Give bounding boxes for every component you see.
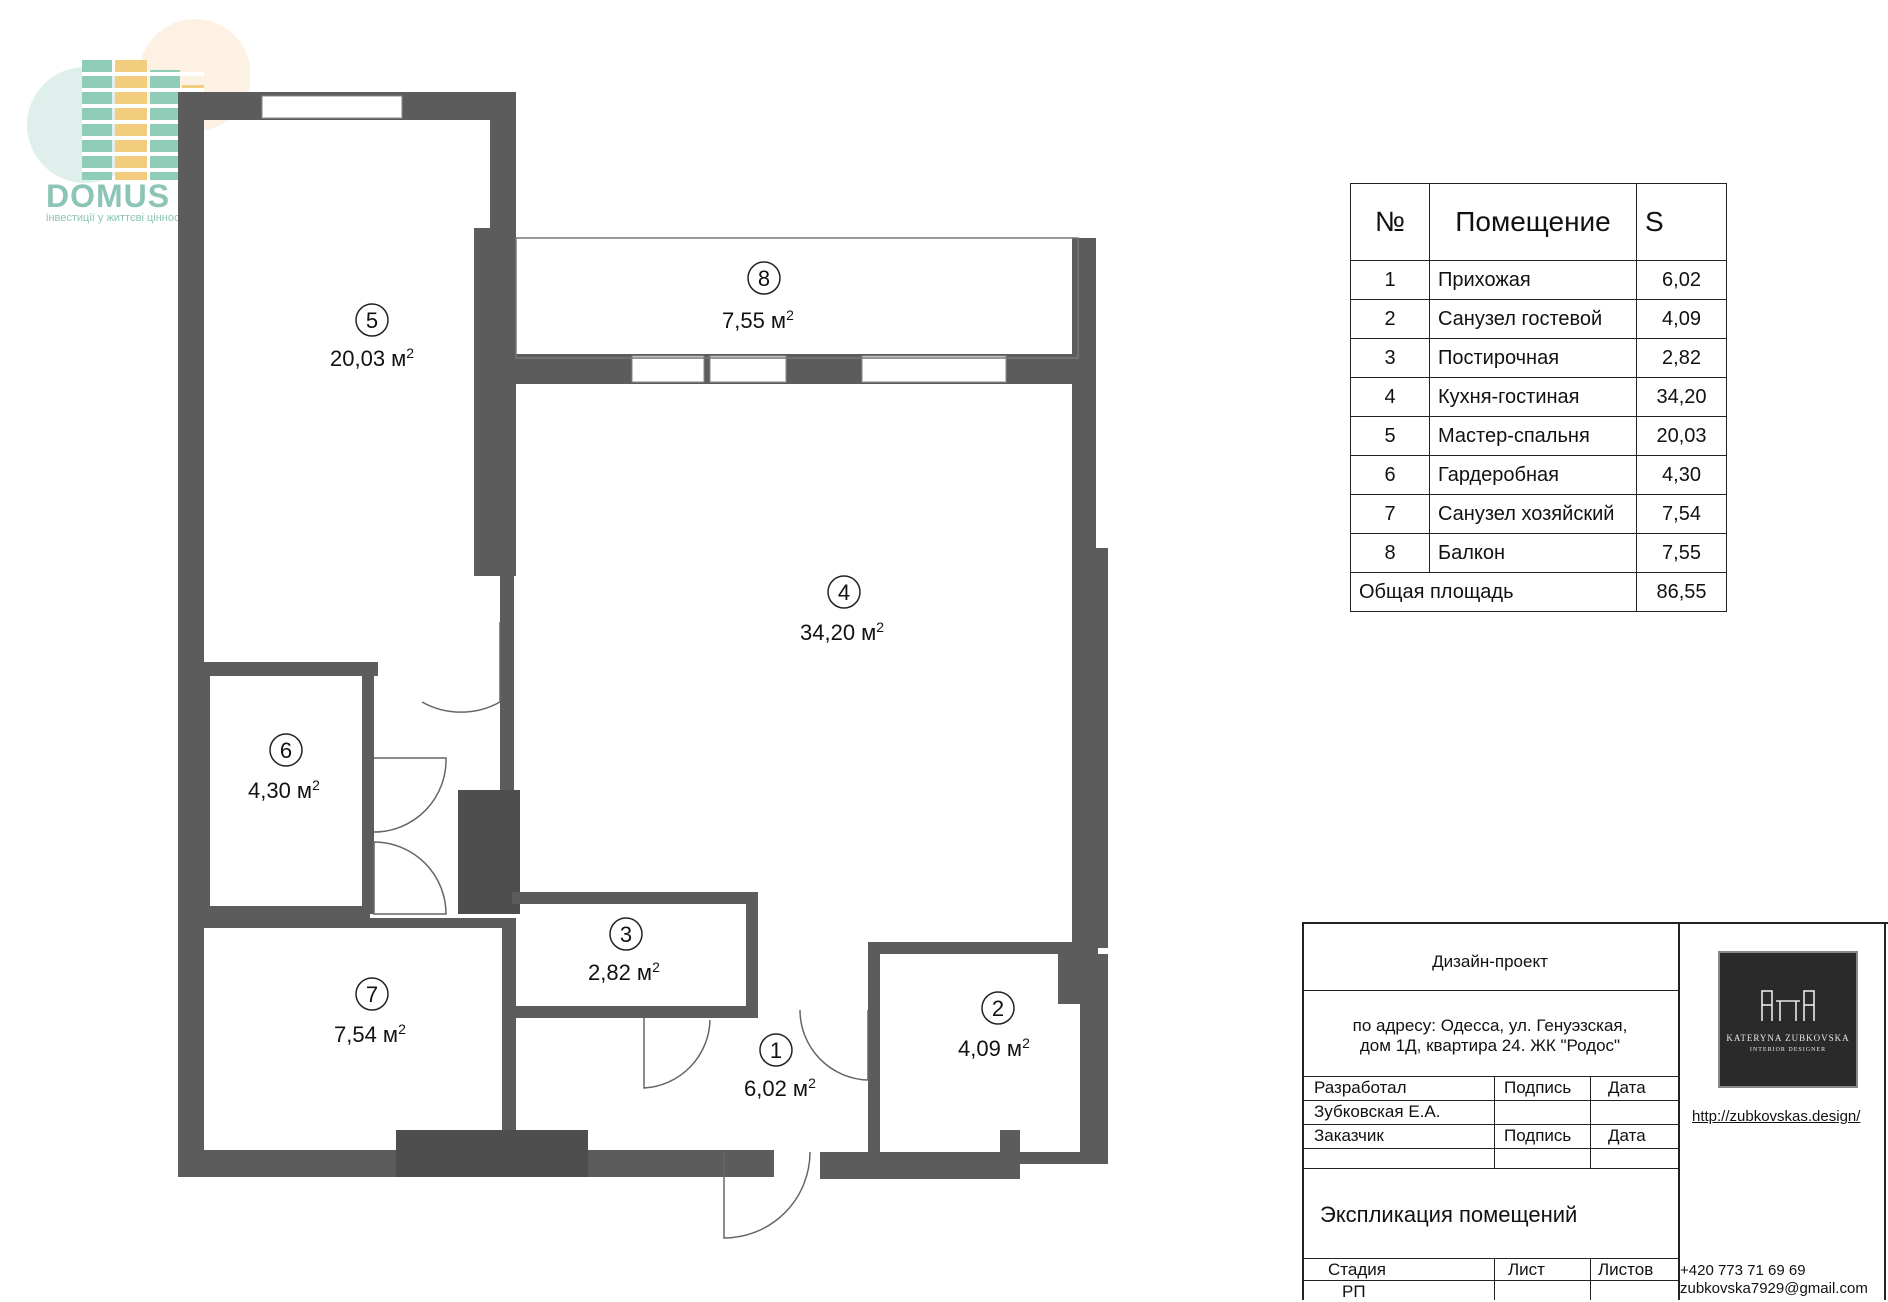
room-number: 4 — [838, 580, 850, 605]
total-value: 86,55 — [1636, 572, 1727, 612]
room-area: 20,03 м2 — [330, 345, 414, 371]
header-area: S — [1636, 183, 1727, 261]
row-name: Гардеробная — [1429, 455, 1637, 495]
row-num: 7 — [1350, 494, 1430, 534]
room-number: 5 — [366, 308, 378, 333]
room-area: 2,82 м2 — [588, 959, 660, 985]
room-label-6: 6 4,30 м2 — [248, 733, 320, 803]
room-number: 3 — [620, 922, 632, 947]
room-label-8: 8 7,55 м2 — [722, 261, 794, 333]
row-name: Постирочная — [1429, 338, 1637, 378]
developed-label: Разработал — [1314, 1078, 1407, 1097]
date-label: Дата — [1608, 1078, 1646, 1097]
room-area: 4,30 м2 — [248, 777, 320, 803]
row-name: Кухня-гостиная — [1429, 377, 1637, 417]
row-area: 6,02 — [1636, 260, 1727, 300]
room-area: 7,55 м2 — [722, 307, 794, 333]
row-num: 8 — [1350, 533, 1430, 573]
room-label-4: 4 34,20 м2 — [800, 575, 884, 645]
room-label-5: 5 20,03 м2 — [330, 303, 414, 371]
header-room: Помещение — [1429, 183, 1637, 261]
project-type: Дизайн-проект — [1432, 952, 1548, 971]
website-link[interactable]: http://zubkovskas.design/ — [1692, 1108, 1861, 1125]
brand-name: DOMUS — [46, 178, 171, 214]
room-label-3: 3 2,82 м2 — [588, 917, 660, 985]
row-name: Санузел гостевой — [1429, 299, 1637, 339]
row-area: 4,09 — [1636, 299, 1727, 339]
total-label: Общая площадь — [1350, 572, 1637, 612]
row-name: Прихожая — [1429, 260, 1637, 300]
room-number: 8 — [758, 266, 770, 291]
room-area: 34,20 м2 — [800, 619, 884, 645]
logo-name: KATERYNA ZUBKOVSKA — [1726, 1033, 1850, 1043]
signature-label-2: Подпись — [1504, 1126, 1572, 1145]
table-total-row: Общая площадь 86,55 — [1350, 572, 1727, 612]
windows — [261, 95, 1007, 383]
header-num: № — [1350, 183, 1430, 261]
address-line-1: по адресу: Одесса, ул. Генуэзская, — [1352, 1016, 1628, 1035]
room-number: 7 — [366, 982, 378, 1007]
row-area: 34,20 — [1636, 377, 1727, 417]
row-num: 4 — [1350, 377, 1430, 417]
customer-label: Заказчик — [1314, 1126, 1384, 1145]
email: zubkovska7929@gmail.com — [1680, 1280, 1868, 1297]
row-area: 20,03 — [1636, 416, 1727, 456]
chair-table-icon — [1761, 990, 1815, 1021]
row-num: 6 — [1350, 455, 1430, 495]
row-area: 4,30 — [1636, 455, 1727, 495]
row-area: 2,82 — [1636, 338, 1727, 378]
table-header-row: № Помещение S — [1350, 183, 1727, 261]
room-number: 2 — [992, 996, 1004, 1021]
walls — [178, 92, 1108, 1179]
brand-tagline: інвестиції у життєві цінності — [46, 212, 187, 224]
room-area: 7,54 м2 — [334, 1021, 406, 1047]
stage-value: РП — [1342, 1282, 1366, 1301]
sheet-title: Экспликация помещений — [1320, 1202, 1578, 1227]
address-line-2: дом 1Д, квартира 24. ЖК "Родос" — [1359, 1036, 1621, 1055]
room-area: 4,09 м2 — [958, 1035, 1030, 1061]
stage-label: Стадия — [1328, 1260, 1386, 1279]
row-name: Мастер-спальня — [1429, 416, 1637, 456]
doors — [373, 622, 869, 1239]
developer-name: Зубковская Е.А. — [1314, 1102, 1441, 1121]
room-area: 6,02 м2 — [744, 1075, 816, 1101]
row-area: 7,55 — [1636, 533, 1727, 573]
room-label-7: 7 7,54 м2 — [334, 977, 406, 1047]
sheets-label: Листов — [1598, 1260, 1654, 1279]
designer-logo: KATERYNA ZUBKOVSKA INTERIOR DESIGNER — [1718, 951, 1858, 1088]
row-num: 1 — [1350, 260, 1430, 300]
room-number: 6 — [280, 738, 292, 763]
row-area: 7,54 — [1636, 494, 1727, 534]
room-label-2: 2 4,09 м2 — [958, 991, 1030, 1061]
room-labels: 5 20,03 м2 8 7,55 м2 4 34,20 м2 6 4,30 м… — [248, 261, 1030, 1101]
logo-subtitle: INTERIOR DESIGNER — [1749, 1047, 1827, 1053]
balcony-outline — [515, 237, 1079, 359]
row-num: 5 — [1350, 416, 1430, 456]
contacts: +420 773 71 69 69 zubkovska7929@gmail.co… — [1680, 1262, 1868, 1298]
sheet-label: Лист — [1508, 1260, 1545, 1279]
room-number: 1 — [770, 1038, 782, 1063]
date-label-2: Дата — [1608, 1126, 1646, 1145]
room-label-1: 1 6,02 м2 — [744, 1033, 816, 1101]
row-name: Балкон — [1429, 533, 1637, 573]
row-name: Санузел хозяйский — [1429, 494, 1637, 534]
phone: +420 773 71 69 69 — [1680, 1262, 1806, 1279]
row-num: 2 — [1350, 299, 1430, 339]
signature-label: Подпись — [1504, 1078, 1572, 1097]
row-num: 3 — [1350, 338, 1430, 378]
